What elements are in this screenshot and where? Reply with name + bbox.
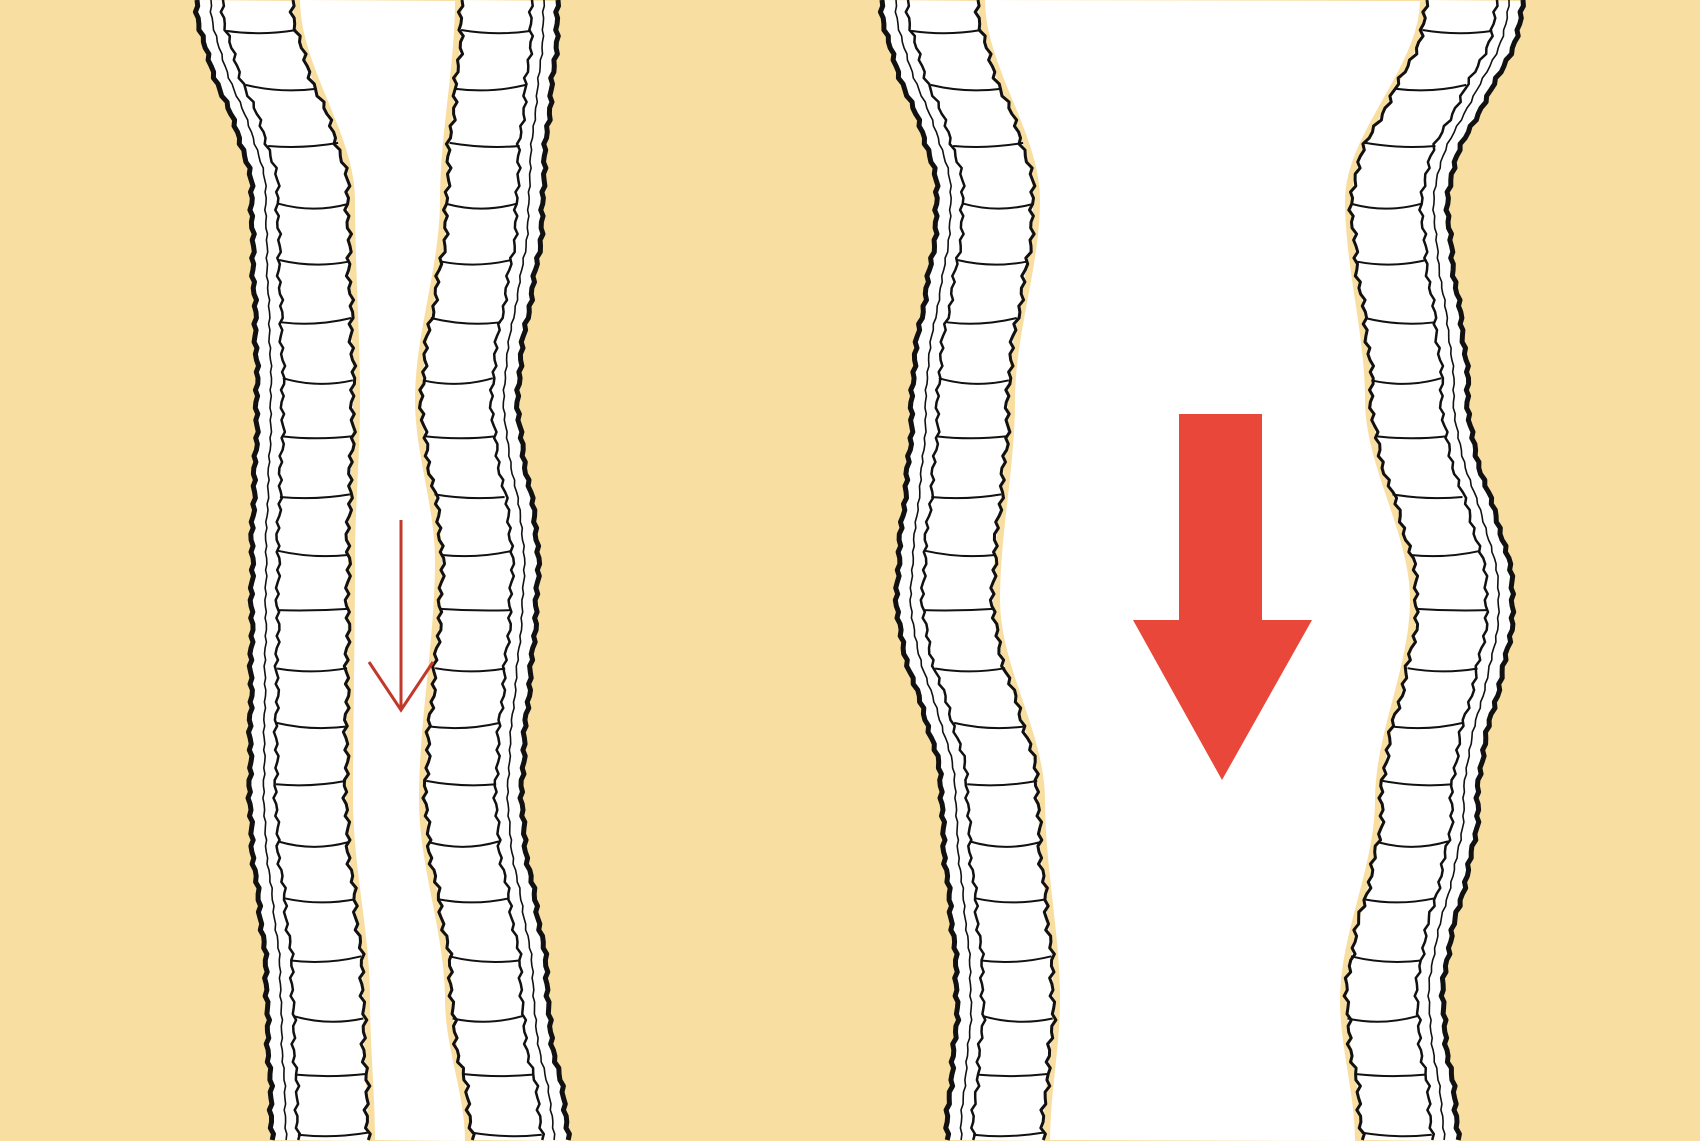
- vessel-flow-figure: [0, 0, 1700, 1141]
- vessel-diagram-canvas: [0, 0, 1700, 1141]
